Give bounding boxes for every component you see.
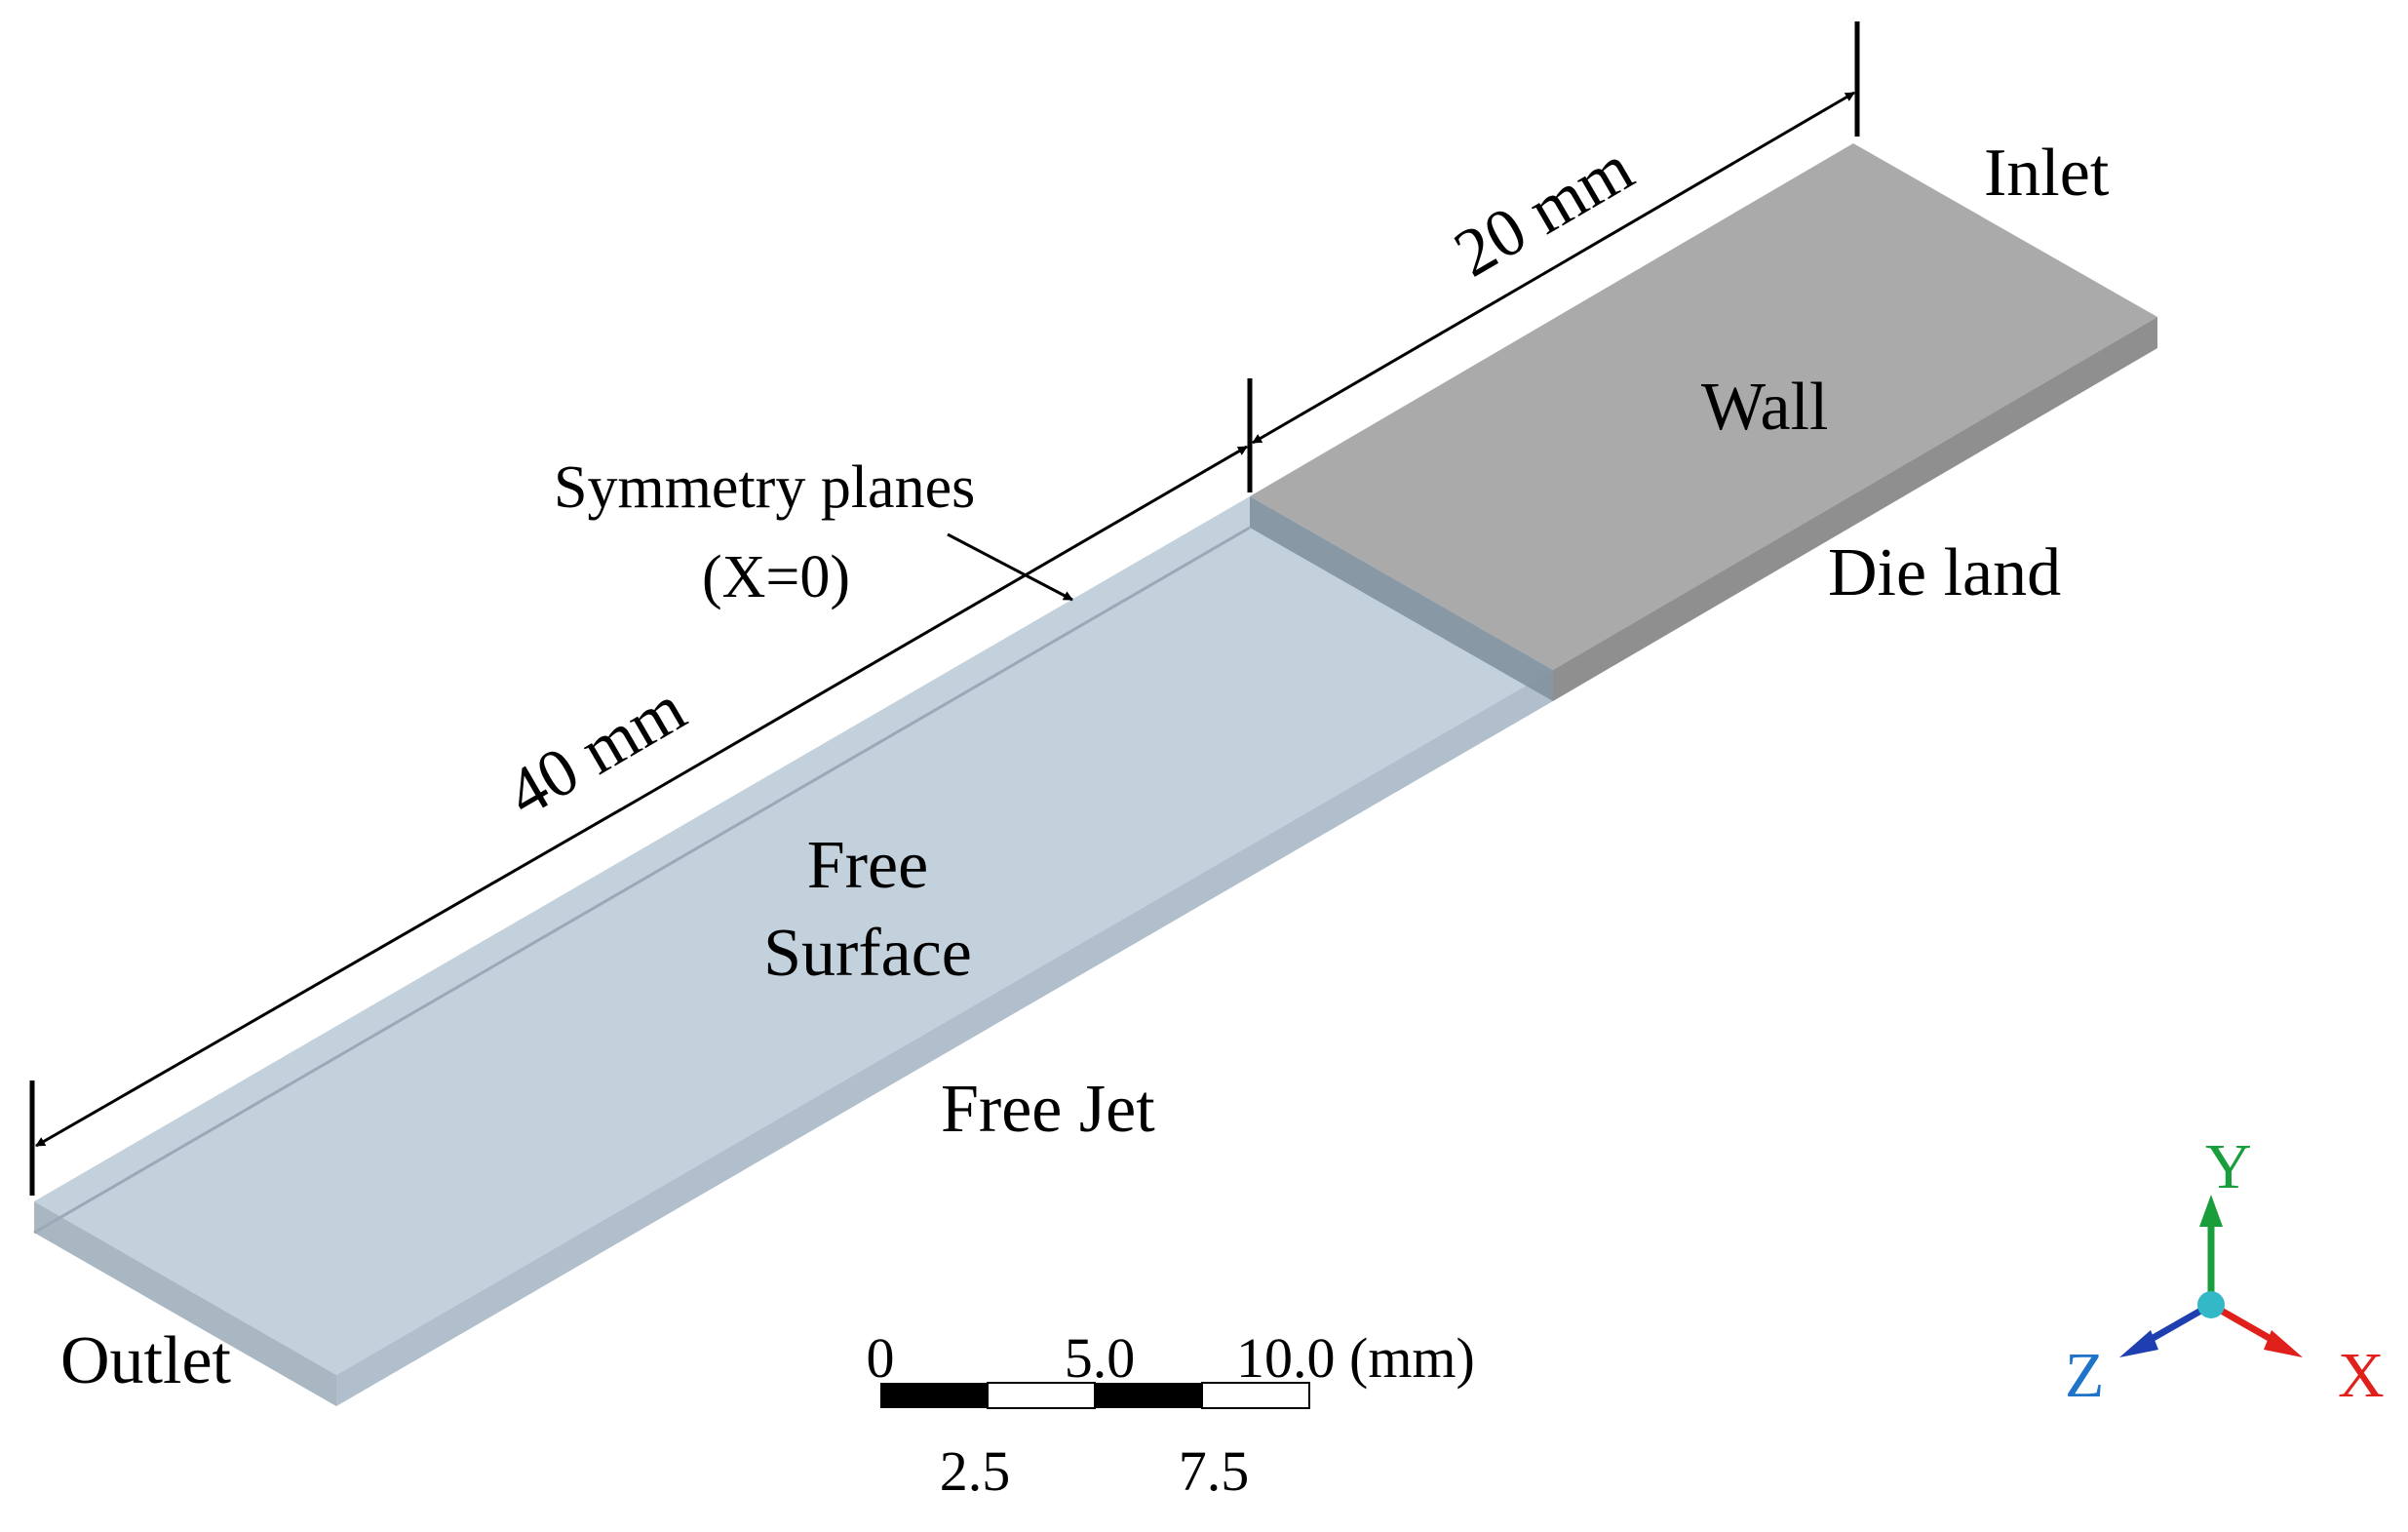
die-jet-interface [1250, 496, 1553, 701]
free-jet-front-face [34, 1201, 336, 1406]
symmetry-label-line2: (X=0) [702, 544, 850, 610]
scale-tick-2-5: 2.5 [940, 1439, 1011, 1503]
scale-segment-3 [1095, 1383, 1202, 1408]
symmetry-label-line1: Symmetry planes [554, 454, 975, 521]
scale-bar: 0 5.0 10.0 (mm) 2.5 7.5 [867, 1326, 1475, 1503]
axis-origin [2197, 1291, 2225, 1318]
axis-triad: Y X Z [2065, 1131, 2385, 1411]
free-surface-label-line1: Free [807, 828, 928, 903]
die-land-block [1250, 143, 2157, 701]
z-axis-head [2119, 1330, 2158, 1357]
free-jet-top-face [34, 496, 1553, 1375]
scale-segment-1 [880, 1383, 988, 1408]
die-land-label: Die land [1828, 535, 2061, 610]
x-axis-head [2264, 1330, 2303, 1357]
dim-label-40mm: 40 mm [494, 671, 697, 832]
wall-label: Wall [1701, 370, 1828, 445]
scale-tick-5: 5.0 [1065, 1326, 1136, 1390]
free-jet-label: Free Jet [941, 1072, 1155, 1147]
free-jet-inner-edge [33, 526, 1251, 1235]
dim-label-20mm: 20 mm [1442, 131, 1645, 292]
z-axis-label: Z [2065, 1340, 2104, 1411]
dim-arrow-40mm-up [641, 445, 1248, 800]
inlet-label: Inlet [1984, 136, 2110, 211]
y-axis-head [2199, 1195, 2223, 1227]
dim-arrow-20mm-down [1252, 265, 1556, 445]
free-surface-label-line2: Surface [763, 916, 972, 991]
symmetry-leader-arrow [947, 532, 1073, 602]
outlet-label: Outlet [60, 1323, 232, 1398]
free-jet-side-face [336, 670, 1553, 1406]
dim-arrow-20mm-up [1554, 91, 1855, 269]
dim-arrow-40mm-down [35, 796, 642, 1148]
scale-tick-0: 0 [867, 1326, 895, 1390]
free-jet-block [33, 496, 1553, 1406]
die-land-top-face [1250, 143, 2157, 670]
scale-tick-10: 10.0 (mm) [1236, 1326, 1475, 1390]
dimension-lines [29, 21, 1860, 1196]
y-axis-label: Y [2205, 1131, 2252, 1202]
x-axis-label: X [2338, 1340, 2385, 1411]
scale-segment-2 [987, 1382, 1096, 1409]
scale-segment-4 [1201, 1382, 1310, 1409]
die-land-side-face [1553, 317, 2157, 701]
scale-tick-7-5: 7.5 [1179, 1439, 1250, 1503]
